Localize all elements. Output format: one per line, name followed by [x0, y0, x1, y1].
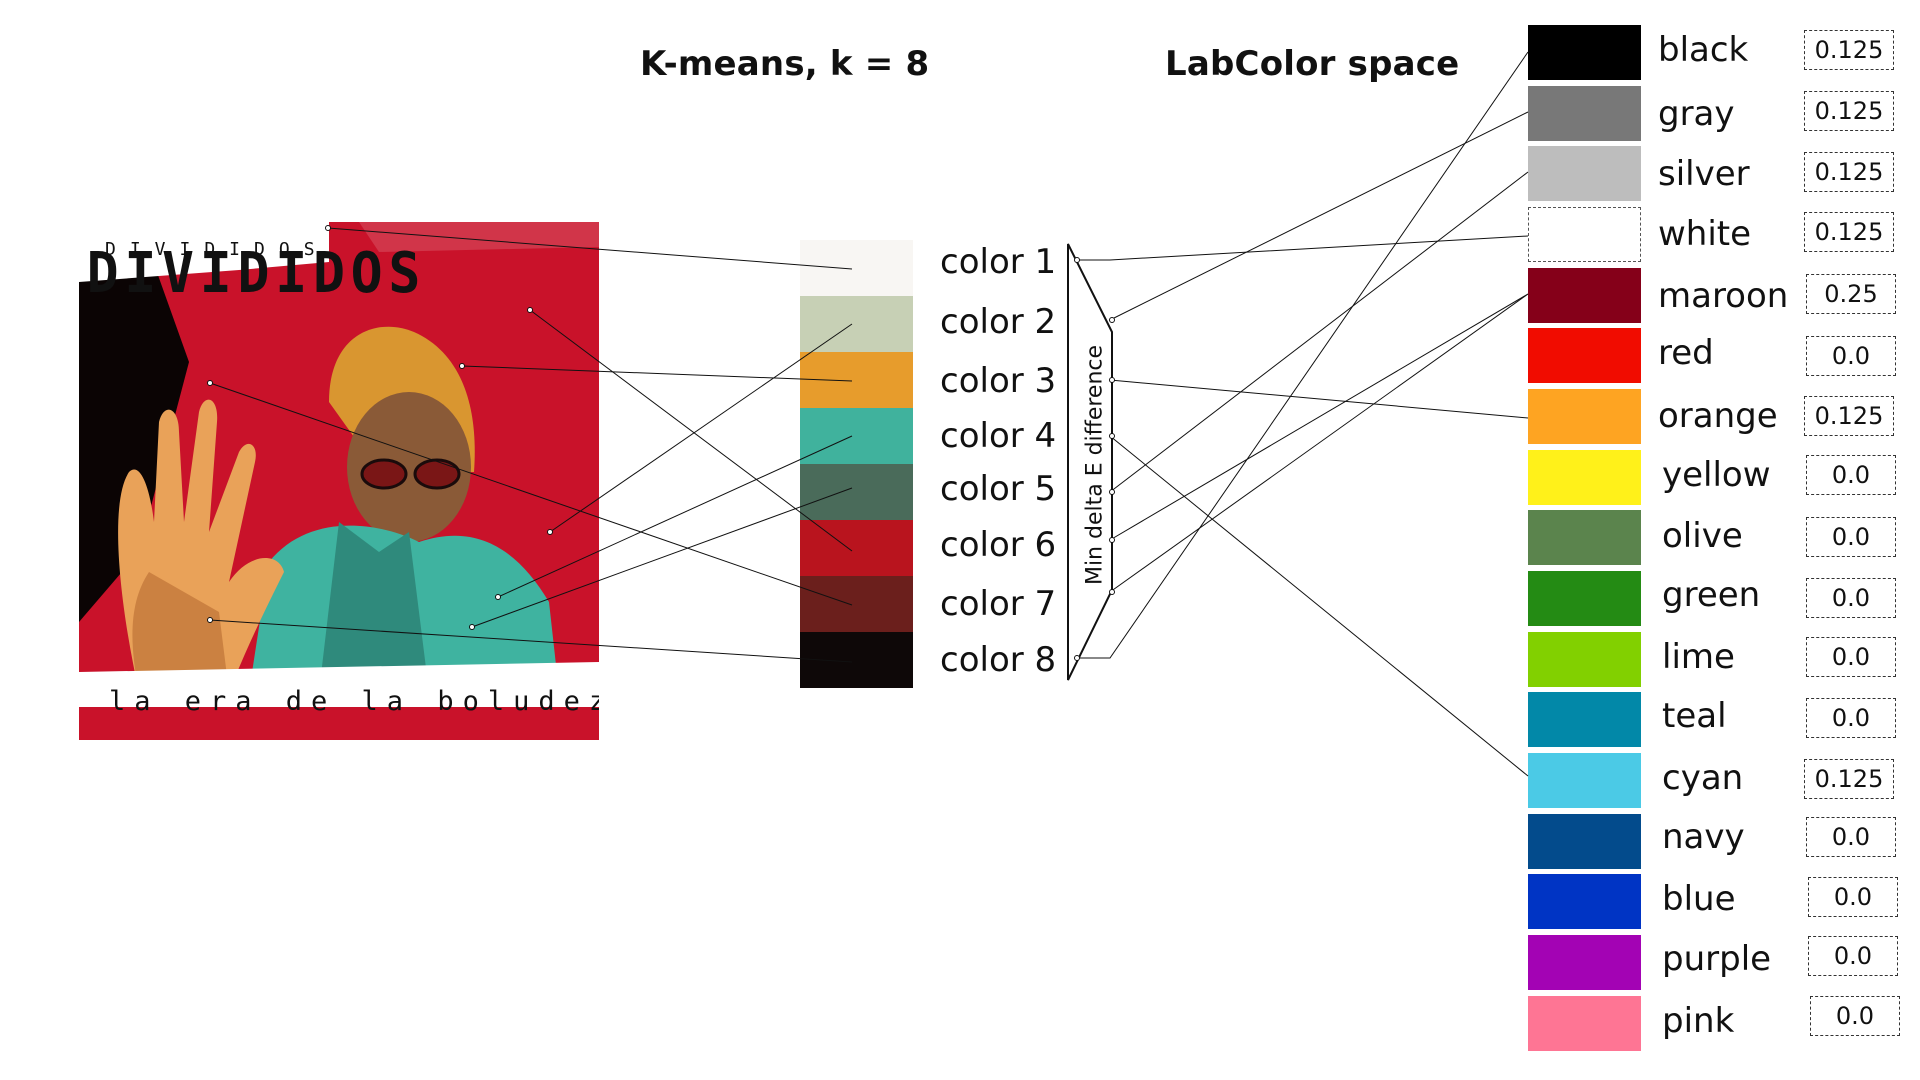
cluster-label-3: color 3 — [940, 361, 1057, 401]
kmeans-title: K-means, k = 8 — [640, 44, 930, 84]
named-label-cyan: cyan — [1662, 758, 1744, 798]
named-label-purple: purple — [1662, 939, 1772, 979]
named-swatch-lime — [1528, 632, 1641, 687]
value-box-olive: 0.0 — [1806, 517, 1896, 557]
cluster-label-7: color 7 — [940, 584, 1057, 624]
cluster-swatch-1 — [800, 240, 913, 296]
named-swatch-purple — [1528, 935, 1641, 990]
named-swatch-silver — [1528, 146, 1641, 201]
cluster-label-2: color 2 — [940, 302, 1057, 342]
named-swatch-maroon — [1528, 268, 1641, 323]
named-swatch-green — [1528, 571, 1641, 626]
cluster-swatch-6 — [800, 520, 913, 576]
funnel-label: Min delta E difference — [1082, 344, 1108, 586]
value-box-pink: 0.0 — [1810, 996, 1900, 1036]
labcolor-space-title: LabColor space — [1165, 44, 1460, 84]
named-label-blue: blue — [1662, 879, 1736, 919]
value-box-gray: 0.125 — [1804, 91, 1894, 131]
cluster-swatch-4 — [800, 408, 913, 464]
named-swatch-gray — [1528, 86, 1641, 141]
cluster-swatch-2 — [800, 296, 913, 352]
value-box-teal: 0.0 — [1806, 698, 1896, 738]
cluster-swatch-3 — [800, 352, 913, 408]
album-cover-image: DIVIDIDOS DIVIDIDOS la era de la boludez — [79, 222, 599, 740]
value-box-white: 0.125 — [1804, 212, 1894, 252]
cluster-swatch-7 — [800, 576, 913, 632]
named-swatch-navy — [1528, 814, 1641, 869]
named-swatch-teal — [1528, 692, 1641, 747]
cluster-label-5: color 5 — [940, 469, 1057, 509]
named-label-orange: orange — [1658, 396, 1778, 436]
cluster-swatch-8 — [800, 632, 913, 688]
named-swatch-olive — [1528, 510, 1641, 565]
named-swatch-cyan — [1528, 753, 1641, 808]
cluster-label-8: color 8 — [940, 640, 1057, 680]
named-label-teal: teal — [1662, 696, 1727, 736]
named-label-navy: navy — [1662, 817, 1745, 857]
cluster-label-6: color 6 — [940, 525, 1057, 565]
cluster-label-1: color 1 — [940, 242, 1057, 282]
named-label-red: red — [1658, 333, 1714, 373]
named-label-maroon: maroon — [1658, 276, 1789, 316]
album-subtitle: la era de la boludez — [109, 686, 599, 717]
value-box-black: 0.125 — [1804, 30, 1894, 70]
value-box-silver: 0.125 — [1804, 152, 1894, 192]
named-label-green: green — [1662, 575, 1761, 615]
named-swatch-black — [1528, 25, 1641, 80]
value-box-yellow: 0.0 — [1806, 455, 1896, 495]
named-label-gray: gray — [1658, 94, 1735, 134]
value-box-red: 0.0 — [1806, 336, 1896, 376]
value-box-lime: 0.0 — [1806, 637, 1896, 677]
named-swatch-yellow — [1528, 450, 1641, 505]
named-swatch-blue — [1528, 874, 1641, 929]
named-label-black: black — [1658, 30, 1749, 70]
value-box-cyan: 0.125 — [1804, 759, 1894, 799]
named-label-olive: olive — [1662, 516, 1743, 556]
value-box-purple: 0.0 — [1808, 936, 1898, 976]
named-label-pink: pink — [1662, 1001, 1735, 1041]
named-swatch-pink — [1528, 996, 1641, 1051]
value-box-orange: 0.125 — [1804, 396, 1894, 436]
album-band-name-small: DIVIDIDOS — [105, 239, 329, 260]
named-label-white: white — [1658, 214, 1752, 254]
named-swatch-orange — [1528, 389, 1641, 444]
value-box-maroon: 0.25 — [1806, 274, 1896, 314]
named-swatch-red — [1528, 328, 1641, 383]
value-box-green: 0.0 — [1806, 578, 1896, 618]
value-box-navy: 0.0 — [1806, 817, 1896, 857]
named-label-lime: lime — [1662, 637, 1735, 677]
value-box-blue: 0.0 — [1808, 877, 1898, 917]
album-band-name-large: DIVIDIDOS — [87, 240, 427, 306]
named-label-yellow: yellow — [1662, 455, 1771, 495]
cluster-swatch-5 — [800, 464, 913, 520]
named-label-silver: silver — [1658, 154, 1750, 194]
named-swatch-white — [1528, 207, 1641, 262]
cluster-label-4: color 4 — [940, 416, 1057, 456]
